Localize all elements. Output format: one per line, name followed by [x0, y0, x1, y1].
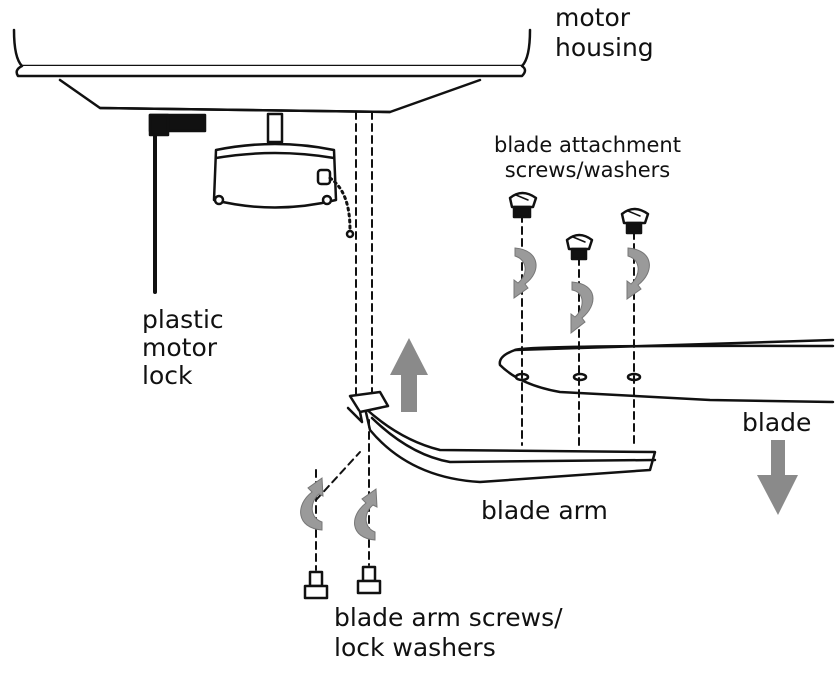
- blade-attachment-screw: [620, 207, 650, 235]
- blade-attachment-screw: [565, 233, 594, 261]
- up-arrow: [390, 338, 428, 412]
- fan-blade: [498, 338, 835, 404]
- down-arrow: [757, 440, 798, 515]
- label-plastic-motor-lock: plastic motor lock: [142, 305, 224, 390]
- motor-housing: [12, 28, 532, 114]
- alignment-lines-arm-screws: [315, 419, 370, 571]
- label-blade-arm: blade arm: [481, 496, 608, 525]
- switch-housing: [212, 112, 355, 239]
- label-motor-housing: motor housing: [555, 3, 654, 62]
- twist-down-arrow-icon: [513, 247, 537, 299]
- blade-attachment-screw: [508, 191, 538, 219]
- twist-down-arrow-icon: [570, 281, 594, 335]
- label-blade-arm-screws: blade arm screws/ lock washers: [334, 603, 563, 662]
- twist-up-arrow-icon: [354, 488, 378, 541]
- blade-arm: [346, 390, 657, 484]
- alignment-lines-upper: [355, 111, 373, 396]
- plastic-motor-lock: [148, 113, 207, 294]
- twist-up-arrow-icon: [300, 477, 324, 531]
- twist-down-arrow-icon: [626, 247, 650, 300]
- blade-arm-screw: [303, 570, 329, 600]
- blade-arm-screw: [356, 565, 382, 595]
- label-blade-attachment-screws: blade attachment screws/washers: [494, 133, 681, 182]
- label-blade: blade: [742, 408, 812, 437]
